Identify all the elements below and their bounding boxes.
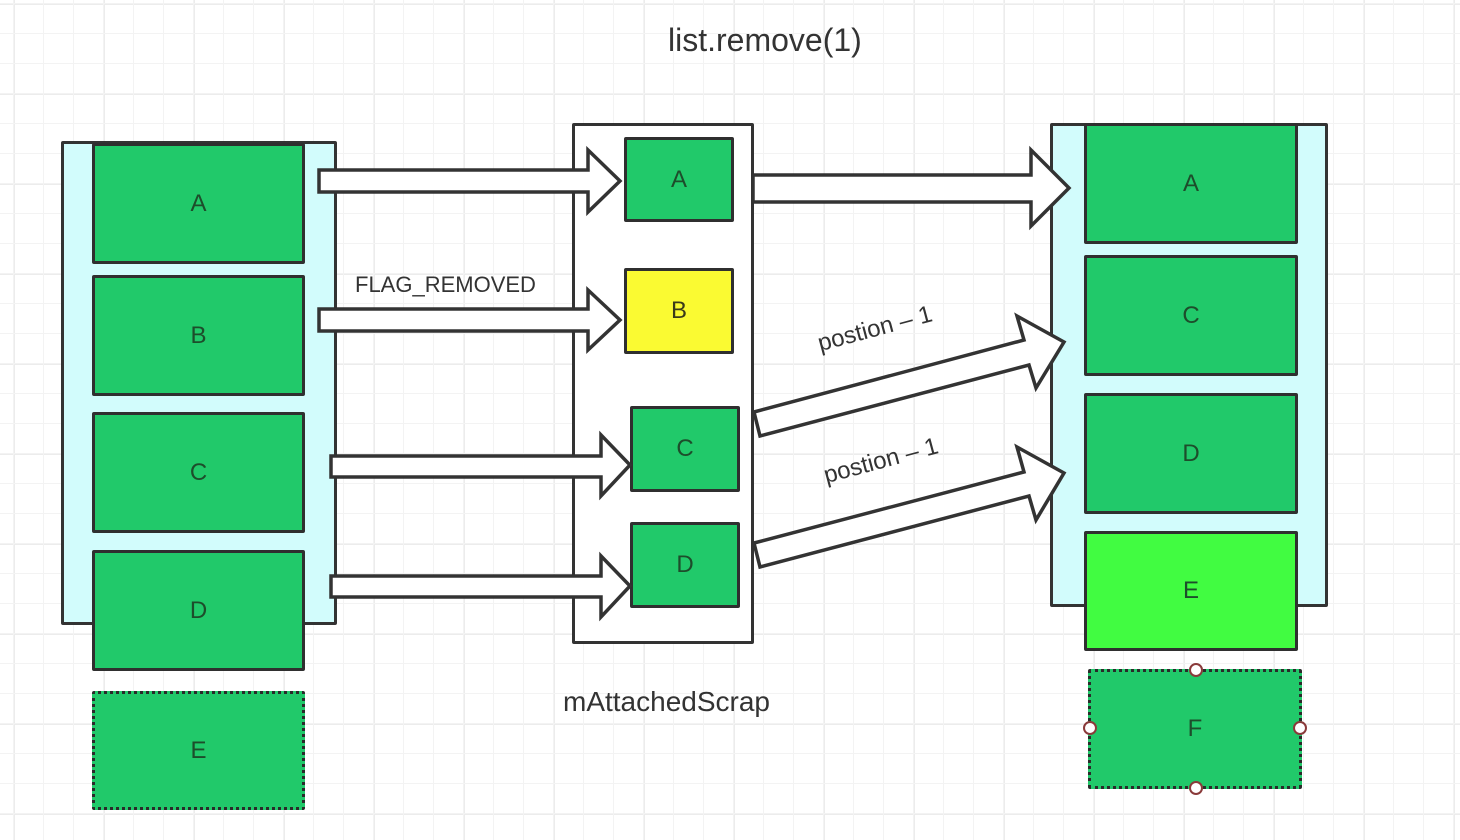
resize-handle-bottom[interactable] — [1189, 781, 1203, 795]
left-item-d[interactable]: D — [92, 550, 305, 671]
arrow-left-c-to-scrap-c[interactable] — [329, 430, 633, 501]
arrow-left-d-to-scrap-d[interactable] — [329, 551, 633, 622]
scrap-item-a[interactable]: A — [624, 137, 734, 222]
left-item-a[interactable]: A — [92, 143, 305, 264]
scrap-item-b-removed[interactable]: B — [624, 268, 734, 354]
scrap-item-c[interactable]: C — [630, 406, 740, 492]
arrow-left-a-to-scrap-a[interactable] — [317, 145, 623, 217]
arrow-left-b-to-scrap-b[interactable] — [317, 285, 623, 355]
arrow-scrap-c-to-right-c[interactable] — [751, 312, 1067, 439]
right-item-d[interactable]: D — [1084, 393, 1298, 514]
right-item-e-new[interactable]: E — [1084, 531, 1298, 651]
left-offscreen-item-e[interactable]: E — [92, 691, 305, 810]
left-item-b[interactable]: B — [92, 275, 305, 396]
resize-handle-top[interactable] — [1189, 663, 1203, 677]
scrap-label: mAttachedScrap — [563, 686, 770, 717]
scrap-item-d[interactable]: D — [630, 522, 740, 608]
right-item-c[interactable]: C — [1084, 255, 1298, 376]
flag-removed-label: FLAG_REMOVED — [355, 272, 536, 297]
arrow-scrap-d-to-right-d[interactable] — [751, 443, 1067, 570]
resize-handle-left[interactable] — [1083, 721, 1097, 735]
resize-handle-right[interactable] — [1293, 721, 1307, 735]
arrow-scrap-a-to-right-a[interactable] — [751, 145, 1072, 231]
left-item-c[interactable]: C — [92, 412, 305, 533]
diagram-title: list.remove(1) — [668, 22, 862, 58]
right-item-a[interactable]: A — [1084, 123, 1298, 244]
